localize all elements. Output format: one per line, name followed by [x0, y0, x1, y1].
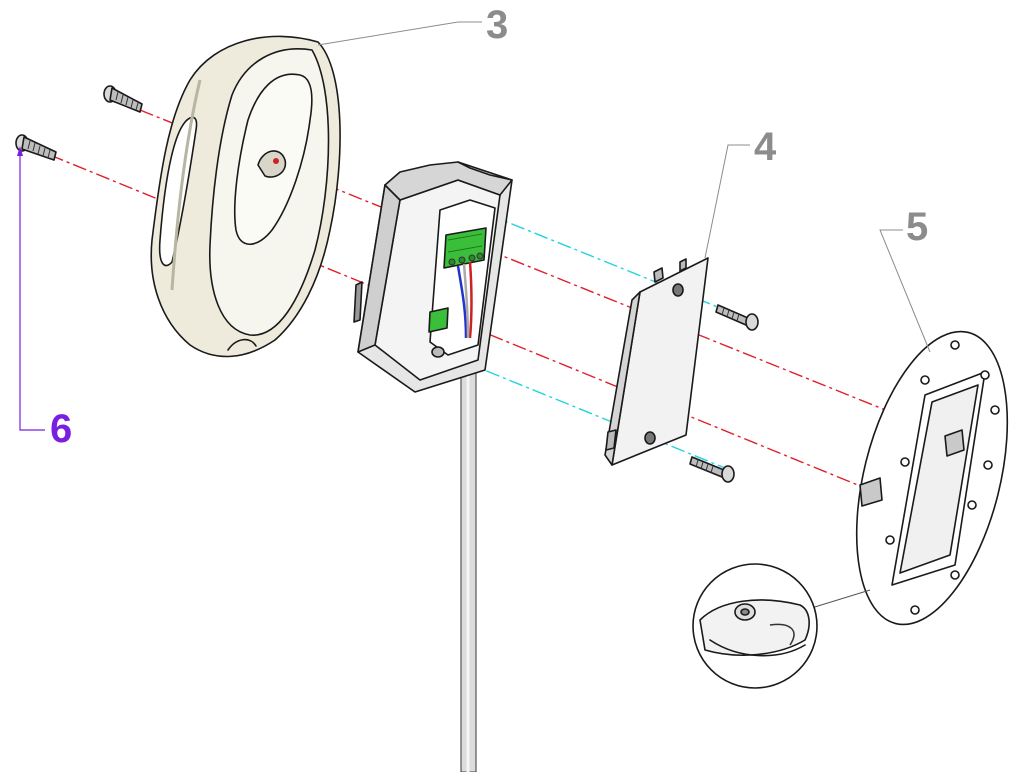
- callout-4: 4: [754, 125, 777, 169]
- screw-plate-lower: [689, 456, 735, 483]
- gasket-flange: [855, 330, 1009, 626]
- leader-line-4: [704, 144, 750, 259]
- cable: [460, 349, 477, 772]
- mounting-plate: [604, 257, 709, 466]
- electronics-box: [353, 161, 513, 393]
- detail-magnifier: [692, 563, 871, 689]
- axis-line-lower-cyan: [439, 351, 726, 469]
- callout-3: 3: [486, 3, 508, 47]
- leader-line-3: [317, 21, 482, 46]
- cover-part: [150, 35, 341, 358]
- leader-line-6: [19, 152, 45, 431]
- leader-lines: [17, 21, 931, 431]
- leader-line-5: [879, 229, 931, 353]
- callout-6: 6: [50, 407, 72, 451]
- axis-line-lower-red: [49, 154, 871, 491]
- axis-line-upper-red: [139, 109, 961, 441]
- callout-5: 5: [906, 205, 928, 249]
- screw-lower-left: [15, 134, 57, 161]
- leader-arrow-6: [17, 146, 23, 156]
- screw-plate-upper: [715, 304, 759, 331]
- screw-upper-left: [103, 85, 143, 113]
